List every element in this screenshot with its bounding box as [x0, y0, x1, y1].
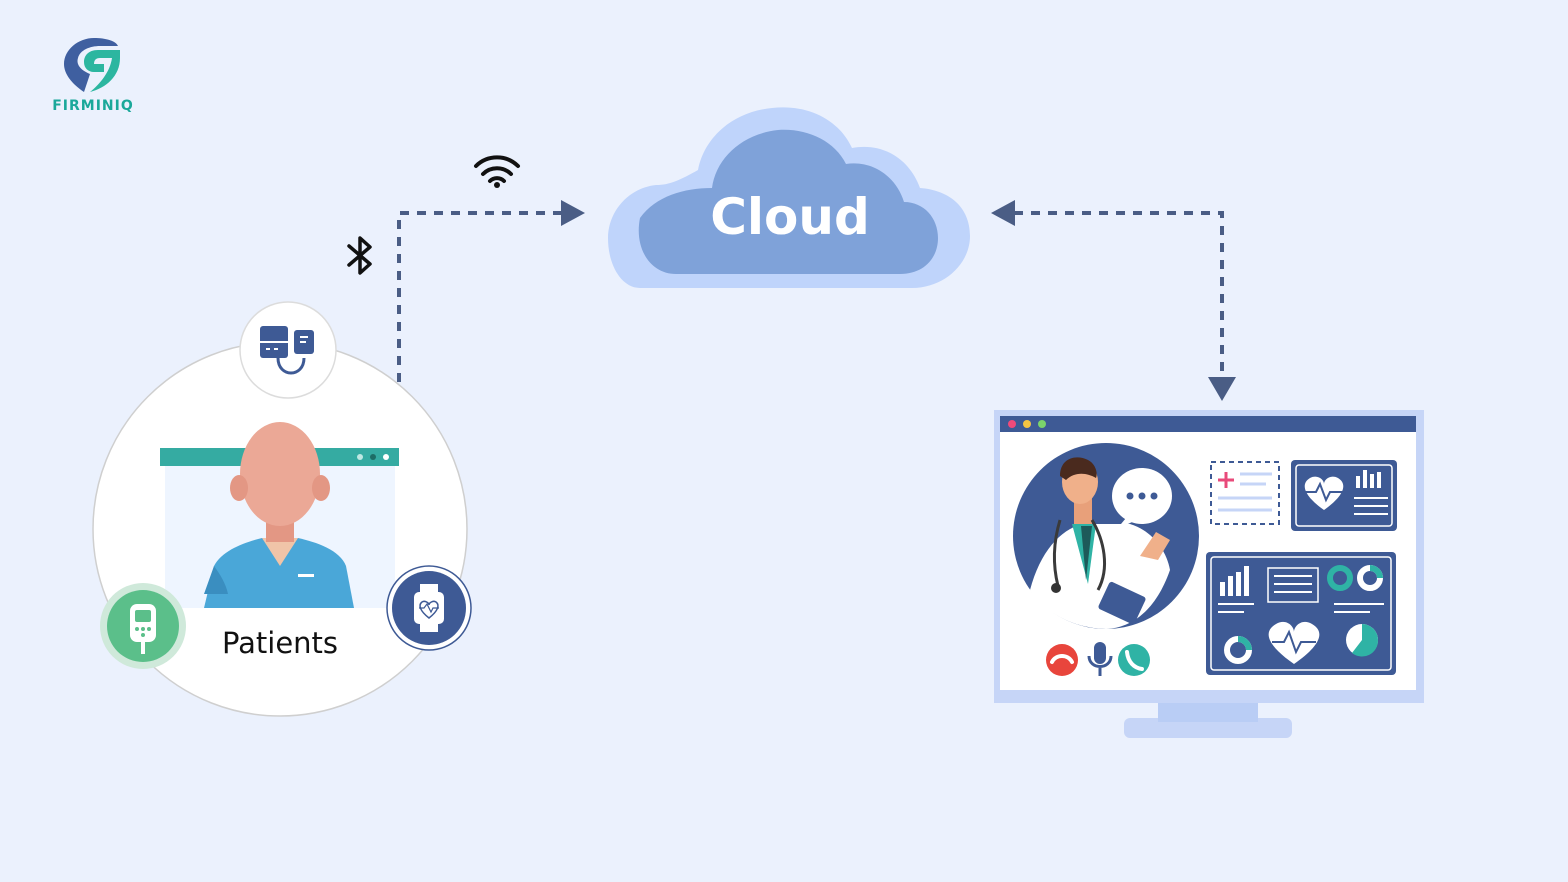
brand-name: FIRMINIQ	[52, 98, 134, 114]
bluetooth-icon	[347, 236, 372, 275]
cloud-label: Cloud	[710, 188, 870, 246]
wifi-icon	[474, 155, 520, 188]
cloud-doctor-arrow	[991, 200, 1236, 401]
patient-avatar	[204, 422, 354, 608]
patients-label: Patients	[221, 626, 339, 660]
cloud-icon	[608, 107, 970, 288]
patients-group	[92, 301, 472, 717]
blood-pressure-monitor-icon	[239, 301, 337, 399]
glucometer-icon	[100, 583, 186, 669]
smartwatch-heart-icon	[386, 565, 472, 651]
patient-to-cloud-arrow	[397, 200, 585, 382]
doctor-monitor	[994, 410, 1424, 738]
firminiq-logo-icon	[64, 38, 120, 92]
